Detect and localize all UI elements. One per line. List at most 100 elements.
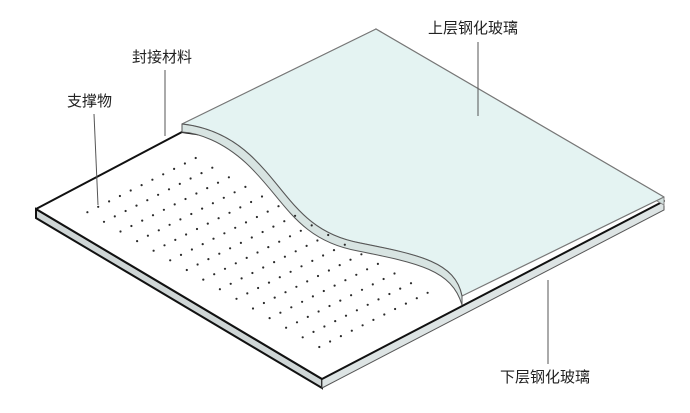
support-pillar-dot: [355, 273, 358, 276]
support-pillar-dot: [279, 311, 282, 314]
support-pillar-dot: [173, 203, 176, 206]
support-pillar-dot: [200, 172, 203, 175]
support-pillar-dot: [283, 255, 286, 258]
support-pillar-dot: [328, 304, 331, 308]
support-pillar-dot: [136, 240, 139, 243]
support-pillar-dot: [277, 205, 280, 208]
support-pillar-dot: [211, 202, 214, 205]
support-pillar-dot: [235, 297, 238, 300]
support-pillar-dot: [216, 181, 220, 184]
support-pillar-dot: [343, 243, 346, 246]
support-pillar-dot: [108, 200, 111, 203]
support-pillar-dot: [311, 259, 314, 262]
support-pillar-dot: [167, 188, 171, 191]
support-pillar-dot: [376, 262, 379, 265]
support-pillar-dot: [194, 156, 197, 160]
support-pillar-dot: [272, 225, 275, 228]
support-pillar-dot: [240, 277, 243, 280]
support-pillar-dot: [239, 206, 242, 209]
leader-support: [93, 113, 99, 206]
support-pillar-dot: [350, 329, 353, 332]
support-pillar-dot: [261, 230, 264, 234]
support-pillar-dot: [333, 284, 336, 287]
support-pillar-dot: [86, 211, 89, 214]
support-pillar-dot: [290, 306, 293, 309]
support-pillar-dot: [305, 244, 308, 247]
support-pillar-dot: [212, 237, 215, 240]
support-pillar-dot: [102, 220, 106, 223]
support-pillar-dot: [97, 205, 100, 208]
support-pillar-dot: [399, 287, 402, 290]
support-pillar-dot: [178, 182, 181, 185]
support-pillar-dot: [257, 286, 260, 290]
support-pillar-dot: [360, 253, 363, 256]
support-pillar-dot: [329, 340, 332, 343]
support-pillar-dot: [244, 221, 248, 224]
label-upper-glass: 上层钢化玻璃: [428, 19, 519, 37]
support-pillar-dot: [130, 224, 133, 228]
support-pillar-dot: [295, 285, 298, 288]
support-pillar-dot: [350, 294, 353, 297]
support-pillar-dot: [185, 268, 188, 272]
support-pillar-dot: [327, 233, 330, 237]
label-sealing-material: 封接材料: [132, 48, 193, 66]
support-pillar-dot: [234, 226, 237, 229]
support-pillar-dot: [338, 264, 341, 267]
support-pillar-dot: [217, 217, 220, 220]
support-pillar-dot: [162, 208, 165, 211]
support-pillar-dot: [289, 270, 292, 273]
support-pillar-dot: [222, 196, 225, 199]
support-pillar-dot: [179, 253, 183, 256]
support-pillar-dot: [260, 195, 264, 198]
support-pillar-dot: [185, 233, 188, 236]
support-pillar-dot: [372, 318, 375, 321]
support-pillar-dot: [211, 166, 214, 169]
support-pillar-dot: [318, 345, 321, 349]
support-pillar-dot: [393, 272, 396, 275]
support-pillar-dot: [218, 252, 221, 255]
support-pillar-dot: [190, 248, 193, 251]
support-pillar-dot: [322, 289, 325, 293]
support-pillar-dot: [317, 310, 320, 313]
support-pillar-dot: [201, 243, 204, 246]
support-pillar-dot: [184, 197, 187, 201]
support-pillar-dot: [157, 193, 160, 196]
support-pillar-dot: [409, 282, 413, 285]
support-pillar-dot: [118, 194, 121, 198]
support-pillar-dot: [268, 317, 271, 320]
support-pillar-dot: [327, 269, 330, 272]
support-pillar-dot: [278, 240, 281, 243]
support-pillar-dot: [288, 235, 292, 238]
support-pillar-dot: [152, 249, 155, 252]
support-pillar-dot: [206, 187, 209, 190]
support-pillar-dot: [285, 326, 288, 329]
support-pillar-dot: [267, 246, 270, 249]
support-pillar-dot: [382, 277, 385, 281]
support-pillar-dot: [162, 173, 165, 176]
support-pillar-dot: [316, 239, 319, 242]
support-pillar-dot: [301, 336, 304, 339]
support-pillar-dot: [316, 274, 320, 278]
support-pillar-dot: [278, 276, 281, 279]
support-pillar-dot: [129, 189, 132, 192]
support-pillar-dot: [195, 192, 198, 195]
support-pillar-dot: [146, 234, 149, 237]
support-pillar-dot: [360, 288, 364, 291]
support-pillar-dot: [323, 325, 326, 328]
support-pillar-dot: [227, 176, 230, 179]
support-pillar-dot: [344, 279, 347, 282]
support-pillar-dot: [206, 222, 209, 225]
support-pillars: [86, 156, 429, 349]
support-pillar-dot: [250, 200, 253, 204]
support-pillar-dot: [426, 291, 429, 294]
support-pillar-dot: [228, 211, 231, 214]
support-pillar-dot: [255, 215, 258, 219]
support-pillar-dot: [250, 236, 253, 239]
support-pillar-dot: [168, 223, 171, 226]
support-pillar-dot: [266, 210, 269, 213]
support-pillar-dot: [361, 324, 364, 327]
support-pillar-dot: [377, 298, 380, 301]
support-pillar-dot: [202, 278, 205, 281]
support-pillar-dot: [179, 218, 182, 221]
